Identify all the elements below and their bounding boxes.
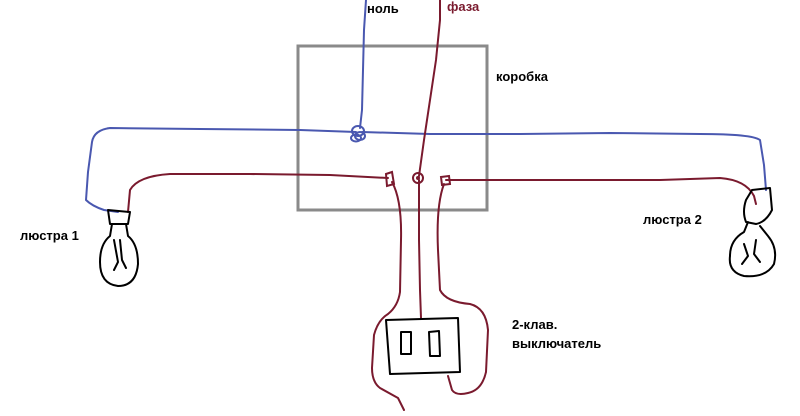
lamp1-label: люстра 1 [20, 228, 79, 243]
neutral-wire-to-lamp2 [361, 131, 767, 191]
switched-wire-lamp1-loop [371, 181, 405, 411]
switch-label-line2: выключатель [512, 336, 601, 351]
neutral-wire-to-lamp1 [85, 127, 357, 213]
neutral-wires [85, 0, 767, 213]
phase-label: фаза [447, 0, 480, 14]
switch-label-line1: 2-клав. [512, 317, 557, 332]
neutral-label: ноль [367, 1, 399, 16]
neutral-wire-incoming [359, 0, 367, 129]
neutral-junction [350, 125, 366, 143]
phase-connectors [384, 170, 452, 188]
switch-double-switch-icon [385, 317, 461, 375]
junction-box [296, 44, 489, 212]
phase-wire-down-to-switch [418, 179, 422, 319]
phase-wire-incoming [418, 0, 441, 177]
switched-wire-lamp1-top [127, 173, 389, 213]
switched-wire-lamp2-top [445, 177, 757, 205]
lamp1-light-bulb-icon [99, 209, 139, 287]
box-label: коробка [496, 69, 549, 84]
lamp2-label: люстра 2 [643, 212, 702, 227]
phase-wires [127, 0, 757, 411]
lamp2-light-bulb-icon [728, 187, 777, 278]
switched-wire-lamp2-loop [436, 183, 489, 395]
